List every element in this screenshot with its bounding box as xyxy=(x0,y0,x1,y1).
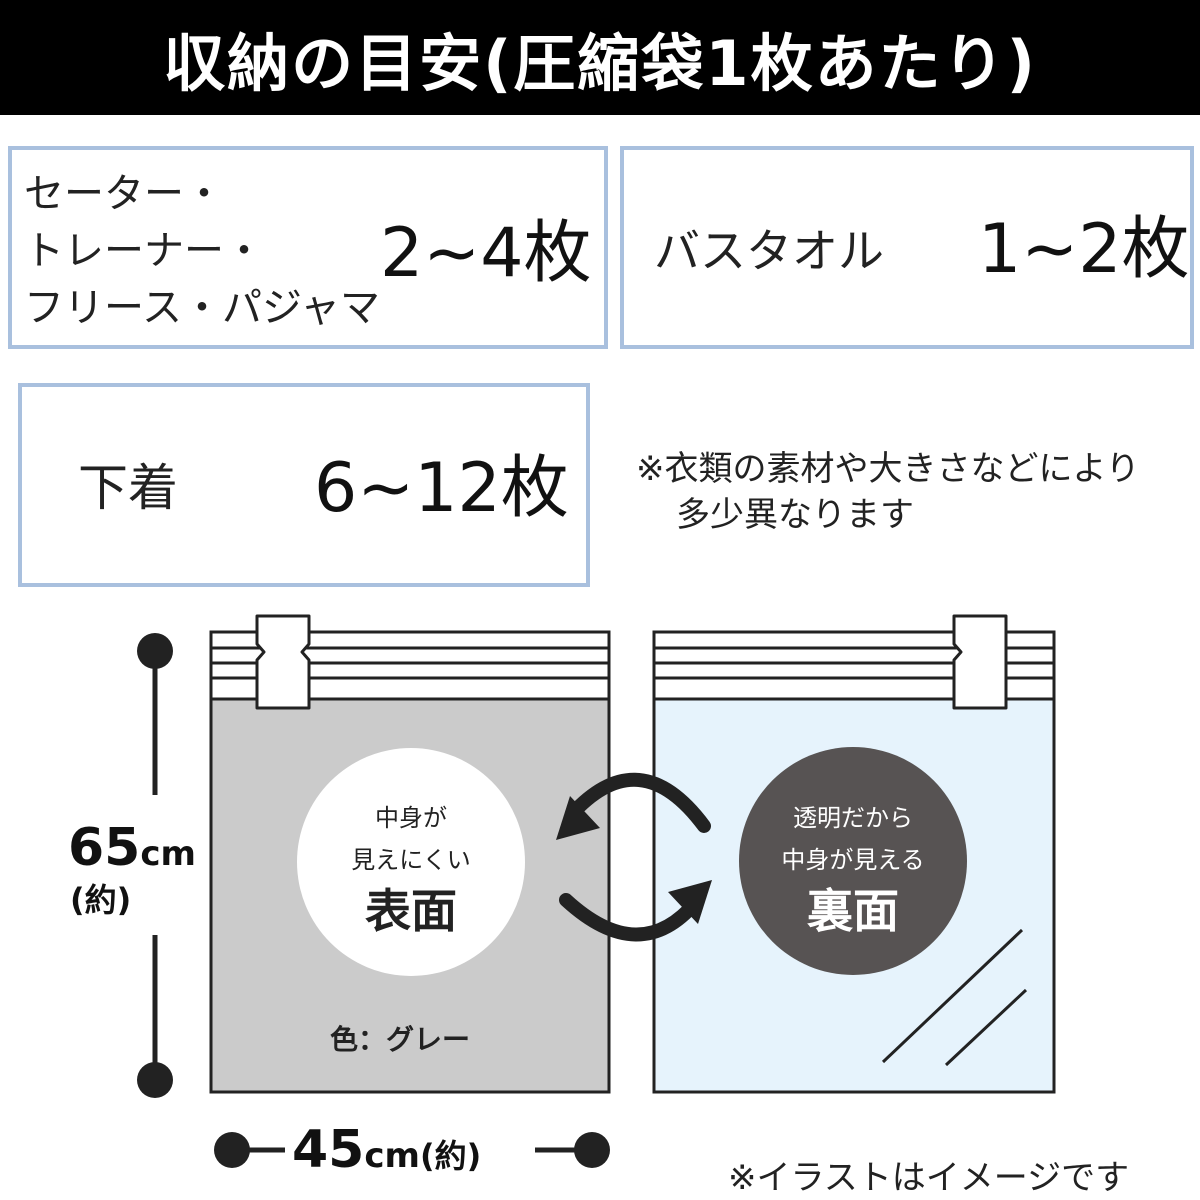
note-line-1: ※衣類の素材や大きさなどにより xyxy=(636,449,1140,489)
back-label: 裏面 xyxy=(807,884,899,938)
capacity-box-sweater: セーター・ トレーナー・ フリース・パジャマ 2~4枚 xyxy=(8,146,608,349)
glass-reflection-icon xyxy=(881,928,1028,1067)
front-bag xyxy=(209,614,611,1094)
width-approx: (約) xyxy=(419,1137,482,1175)
front-label: 表面 xyxy=(365,884,457,938)
page-title: 収納の目安(圧縮袋1枚あたり) xyxy=(163,26,1037,100)
front-line-1: 中身が xyxy=(375,804,447,832)
height-dimension xyxy=(137,633,173,1098)
back-line-2: 中身が見える xyxy=(781,846,925,874)
height-label: 65cm xyxy=(68,822,196,874)
width-label: 45cm(約) xyxy=(292,1124,481,1176)
illustration-note: ※イラストはイメージです xyxy=(728,1158,1130,1198)
swap-arrows-icon xyxy=(559,772,711,942)
back-text: 透明だから 中身が見える 裏面 xyxy=(739,796,967,934)
height-value: 65 xyxy=(68,818,141,878)
zipper-slider-icon xyxy=(952,614,1008,710)
capacity-box-towel: バスタオル 1~2枚 xyxy=(620,146,1194,349)
color-note: 色：グレー xyxy=(330,1023,471,1056)
bag-diagram xyxy=(137,614,1056,1168)
back-circle xyxy=(739,747,967,975)
sweater-label-line-3: フリース・パジャマ xyxy=(24,285,380,331)
sweater-label-line-1: セーター・ xyxy=(24,171,224,217)
back-line-1: 透明だから xyxy=(793,804,913,832)
width-unit: cm xyxy=(364,1136,420,1176)
width-dimension xyxy=(214,1132,610,1168)
title-bar: 収納の目安(圧縮袋1枚あたり) xyxy=(0,0,1200,115)
height-unit: cm xyxy=(140,834,196,874)
sweater-count: 2~4枚 xyxy=(380,214,592,293)
underwear-label: 下着 xyxy=(78,459,178,517)
capacity-box-underwear: 下着 6~12枚 xyxy=(18,383,590,587)
note-line-2: 多少異なります xyxy=(676,495,914,535)
width-value: 45 xyxy=(292,1120,365,1180)
sweater-label-line-2: トレーナー・ xyxy=(24,228,264,274)
towel-label: バスタオル xyxy=(654,224,884,278)
zipper-slider-icon xyxy=(255,614,311,710)
back-bag xyxy=(652,614,1056,1094)
front-circle xyxy=(297,748,525,976)
front-line-2: 見えにくい xyxy=(351,846,471,874)
underwear-count: 6~12枚 xyxy=(314,449,569,528)
towel-count: 1~2枚 xyxy=(978,210,1190,289)
front-text: 中身が 見えにくい 表面 xyxy=(297,796,525,934)
height-approx: (約) xyxy=(70,881,132,919)
